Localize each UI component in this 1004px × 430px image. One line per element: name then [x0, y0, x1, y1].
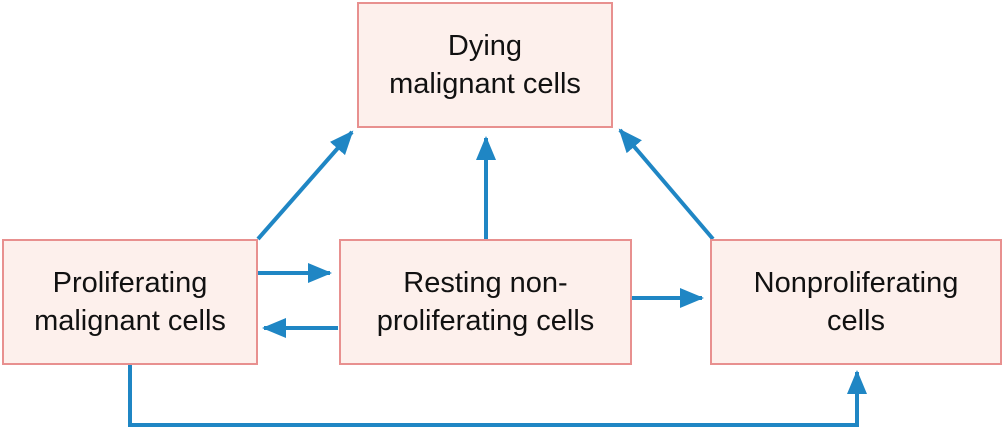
node-dying-malignant-cells: Dying malignant cells — [357, 2, 613, 128]
node-resting-label-line-1: Resting non- — [403, 266, 568, 299]
node-dying-label-line-1: Dying — [447, 29, 523, 62]
node-nonproliferating-label-line-1: Nonproliferating — [753, 266, 959, 299]
node-resting-nonproliferating-cells: Resting non- proliferating cells — [339, 239, 632, 365]
node-dying-label-line-2: malignant cells — [389, 68, 581, 100]
arrow-proliferating-to-nonproliferating — [128, 364, 867, 427]
node-nonproliferating-label-line-2: cells — [826, 305, 885, 337]
node-resting-label-line-2: proliferating cells — [376, 305, 595, 337]
node-proliferating-label-line-2: malignant cells — [34, 305, 226, 337]
node-proliferating-malignant-cells: Proliferating malignant cells — [2, 239, 258, 365]
arrow-nonproliferating-to-dying — [618, 128, 715, 241]
arrow-proliferating-to-dying — [256, 130, 354, 241]
node-proliferating-label-line-1: Proliferating — [52, 266, 208, 299]
node-nonproliferating-cells: Nonproliferating cells — [710, 239, 1002, 365]
